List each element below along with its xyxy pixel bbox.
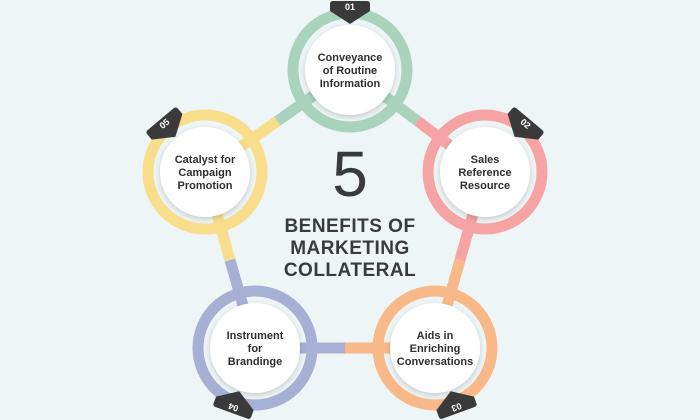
node-label-line: Resource xyxy=(460,180,510,192)
node-badge: 02 xyxy=(507,107,544,140)
node-label-line: Conveyance xyxy=(318,52,383,64)
node-label-line: Brandinge xyxy=(228,356,282,368)
node-label-line: Enriching xyxy=(410,343,461,355)
node-label-line: Promotion xyxy=(178,180,233,192)
node-label-line: for xyxy=(248,343,263,355)
node-circle xyxy=(210,303,300,393)
badge-shape xyxy=(330,1,370,24)
center-title-line-1: BENEFITS OF xyxy=(284,216,415,237)
node-label-line: Reference xyxy=(458,167,511,179)
node-ring xyxy=(372,285,498,411)
node-ring xyxy=(142,109,268,235)
badge-shape xyxy=(507,107,544,140)
badge-shape xyxy=(213,391,254,419)
badge-shape xyxy=(146,107,183,140)
node-circle xyxy=(440,127,530,217)
node-label-line: Aids in xyxy=(417,330,454,342)
center-number: 5 xyxy=(332,138,368,210)
node-label-line: of Routine xyxy=(323,65,377,77)
node-label-line: Conversations xyxy=(397,356,473,368)
badge-number: 03 xyxy=(450,401,463,414)
node-circle xyxy=(390,303,480,393)
node-label-line: Sales xyxy=(471,154,500,166)
center-title-line-2: MARKETING xyxy=(290,238,410,259)
badge-number: 01 xyxy=(345,2,355,12)
node-label-line: Instrument xyxy=(227,330,284,342)
node-badge: 04 xyxy=(213,391,254,419)
badge-shape xyxy=(436,391,477,419)
node-badge: 03 xyxy=(436,391,477,419)
node-rings xyxy=(142,7,548,411)
node-circle xyxy=(160,127,250,217)
node-label-line: Information xyxy=(320,78,381,90)
badge-number: 05 xyxy=(157,117,171,131)
node-badges: 01 02 03 04 05 xyxy=(146,1,544,419)
node-circle xyxy=(305,25,395,115)
node-label-line: Catalyst for xyxy=(175,154,236,166)
badge-number: 02 xyxy=(518,117,532,131)
center-title-line-3: COLLATERAL xyxy=(284,260,416,281)
node-badge: 05 xyxy=(146,107,183,140)
node-label-line: Campaign xyxy=(178,167,231,179)
badge-number: 04 xyxy=(227,401,240,414)
node-ring xyxy=(422,109,548,235)
node-badge: 01 xyxy=(330,1,370,24)
node-ring xyxy=(192,285,318,411)
